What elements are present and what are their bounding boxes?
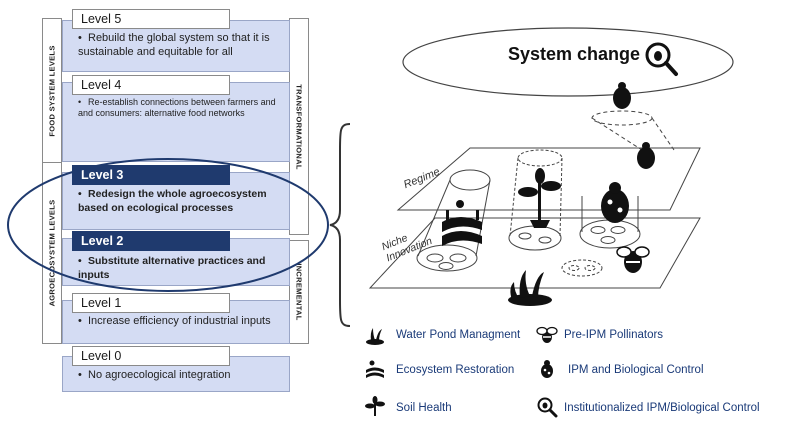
cylinder-2 [509,149,563,237]
cylinder-1 [416,169,491,272]
legend-pollinators-label: Pre-IPM Pollinators [564,329,664,341]
level-4-box [62,82,290,162]
curly-brace [329,123,351,327]
pollinator-bee-icon [616,246,650,273]
level-0-desc: •No agroecological integration [78,369,231,381]
level-4-desc: •Re-establish connections between farmer… [78,97,276,118]
transition-diagram [368,27,734,306]
level-1-desc: •Increase efficiency of industrial input… [78,315,271,327]
legend-ipm-label: IPM and Biological Control [568,364,704,376]
legend-soil-health-label: Soil Health [396,402,452,414]
ladybug-icon [637,142,655,169]
highlight-ellipse [7,158,329,292]
level-5-desc: •Rebuild the global system so that it is… [78,32,270,58]
water-pond-icon [508,270,552,306]
ecosystem-restoration-icon [366,360,384,378]
cylinder-3 [579,196,641,249]
magnifier-bug-icon [645,42,678,76]
level-1-header: Level 1 [72,293,230,313]
cylinder-2-base [508,225,562,251]
level-5-header: Level 5 [72,9,230,29]
ladybug-icon [541,360,553,378]
legend-ecosystem-restoration-label: Ecosystem Restoration [396,364,515,376]
soil-health-sprout-icon [365,396,385,416]
legend-institutionalized-ipm-label: Institutionalized IPM/Biological Control [564,402,760,414]
level-0-header: Level 0 [72,346,230,366]
legend-water-pond-label: Water Pond Managment [396,329,521,341]
level-2-desc: •Substitute alternative practices and in… [78,255,266,281]
soil-health-sprout-icon [518,168,561,228]
level-3-desc: •Redesign the whole agroecosystem based … [78,188,267,214]
regime-plane [396,147,701,211]
agroecosystem-levels-bar: AGROECOSYSTEM LEVELS [42,162,62,344]
ladybug-icon [601,182,629,223]
level-2-header: Level 2 [72,231,230,251]
pollinator-bee-icon [536,326,558,343]
magnifier-bug-icon [537,397,558,418]
level-4-header: Level 4 [72,75,230,95]
system-change-label: System change [508,44,641,64]
ecosystem-restoration-icon [442,200,482,246]
level-3-header: Level 3 [72,165,230,185]
ladybug-icon [613,82,631,109]
water-pond-icon [366,328,384,345]
cylinder-4 [561,259,603,277]
